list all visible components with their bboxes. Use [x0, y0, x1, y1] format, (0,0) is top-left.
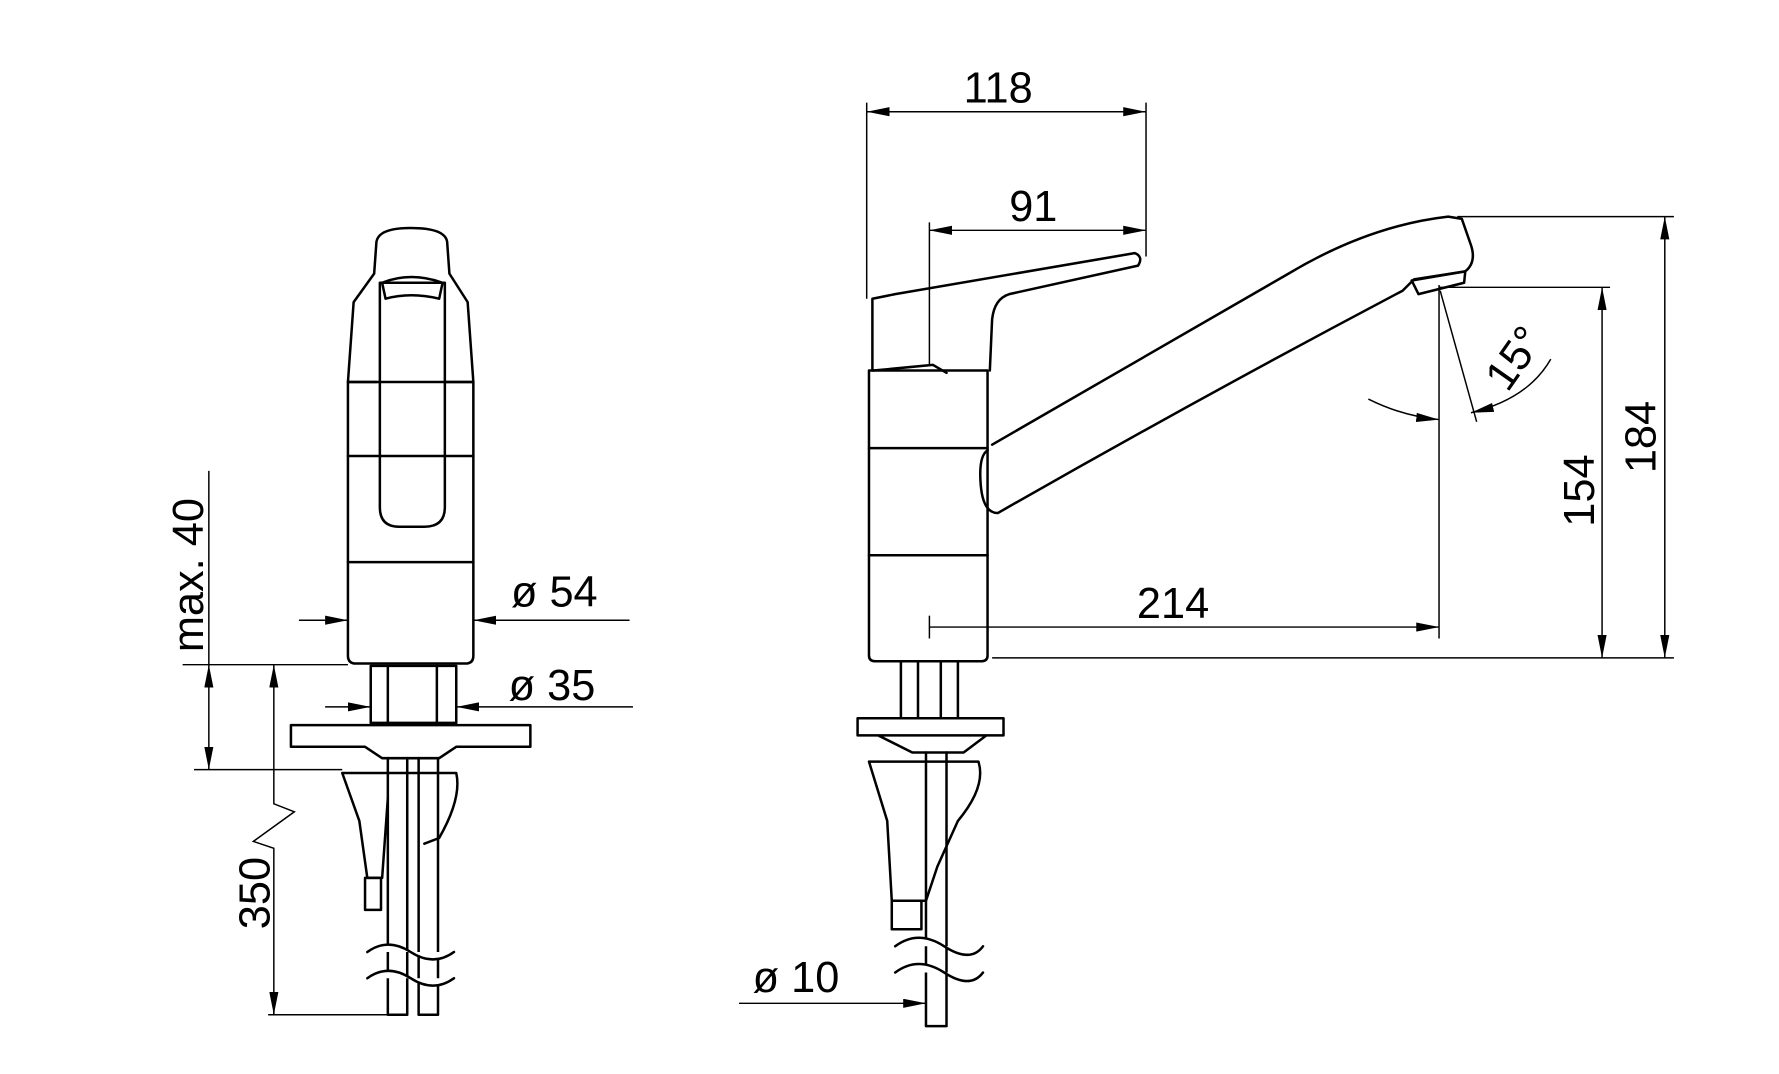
side-view: 118 91 214 15° 154 184 ø 10: [739, 65, 1674, 1028]
mounting-plate-front: [289, 723, 532, 760]
total-height-label: 184: [1618, 401, 1666, 473]
hose-diameter-label: ø 10: [753, 954, 840, 1002]
spout-side: [979, 215, 1475, 515]
hose-side: [924, 751, 948, 1028]
shank-diameter-label: ø 35: [509, 662, 596, 710]
spout-angle-label: 15°: [1476, 318, 1553, 399]
shank-front: [369, 664, 458, 725]
shank-side: [899, 660, 960, 720]
outlet-height-label: 154: [1556, 454, 1604, 526]
mounting-plate-side: [856, 717, 1005, 754]
spout-front: [378, 281, 447, 528]
max-height-label: max. 40: [165, 498, 213, 652]
front-view: max. 40 350 ø 54 ø 35: [165, 226, 633, 1016]
spout-reach-label: 214: [1137, 580, 1209, 628]
lever-length-label: 91: [1009, 183, 1057, 231]
faucet-body-side: [867, 369, 989, 663]
faucet-body-front: [346, 380, 475, 665]
supply-pipes-front: [386, 756, 440, 1016]
supply-length-label: 350: [231, 857, 279, 929]
lever-side: [871, 251, 1142, 372]
lever-handle-front: [346, 226, 475, 384]
clamp-side: [867, 760, 982, 902]
body-diameter-label: ø 54: [511, 569, 598, 617]
clamp-front: [340, 771, 459, 880]
aerator: [1410, 270, 1467, 296]
total-depth-label: 118: [964, 65, 1033, 113]
